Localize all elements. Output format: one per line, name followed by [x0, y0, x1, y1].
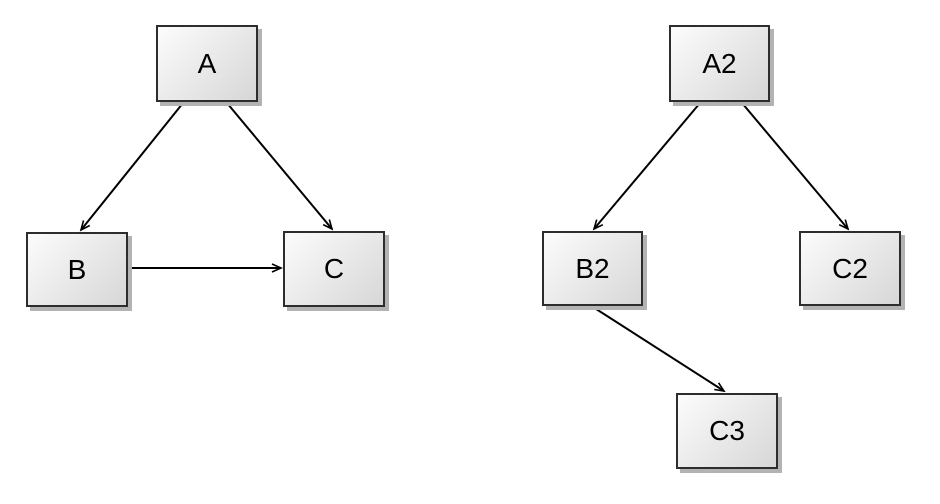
edge-B2-C3 — [592, 306, 726, 393]
node-label-C: C — [323, 253, 345, 284]
node-C3: C3 — [676, 393, 778, 469]
node-B: B — [26, 232, 128, 307]
edge-A2-B2 — [592, 102, 701, 231]
edge-A-C — [226, 102, 334, 231]
node-label-C2: C2 — [832, 252, 868, 284]
edge-A-B — [79, 102, 184, 232]
edge-A2-C2 — [741, 102, 850, 231]
node-label-B: B — [67, 253, 87, 285]
node-label-C3: C3 — [709, 415, 745, 446]
node-A: A — [156, 25, 258, 102]
node-C: C — [283, 231, 385, 307]
node-label-B2: B2 — [575, 252, 610, 284]
node-label-A: A — [197, 47, 217, 79]
node-B2: B2 — [542, 231, 643, 306]
node-label-A2: A2 — [702, 47, 737, 79]
node-A2: A2 — [669, 25, 770, 102]
node-C2: C2 — [799, 231, 901, 306]
